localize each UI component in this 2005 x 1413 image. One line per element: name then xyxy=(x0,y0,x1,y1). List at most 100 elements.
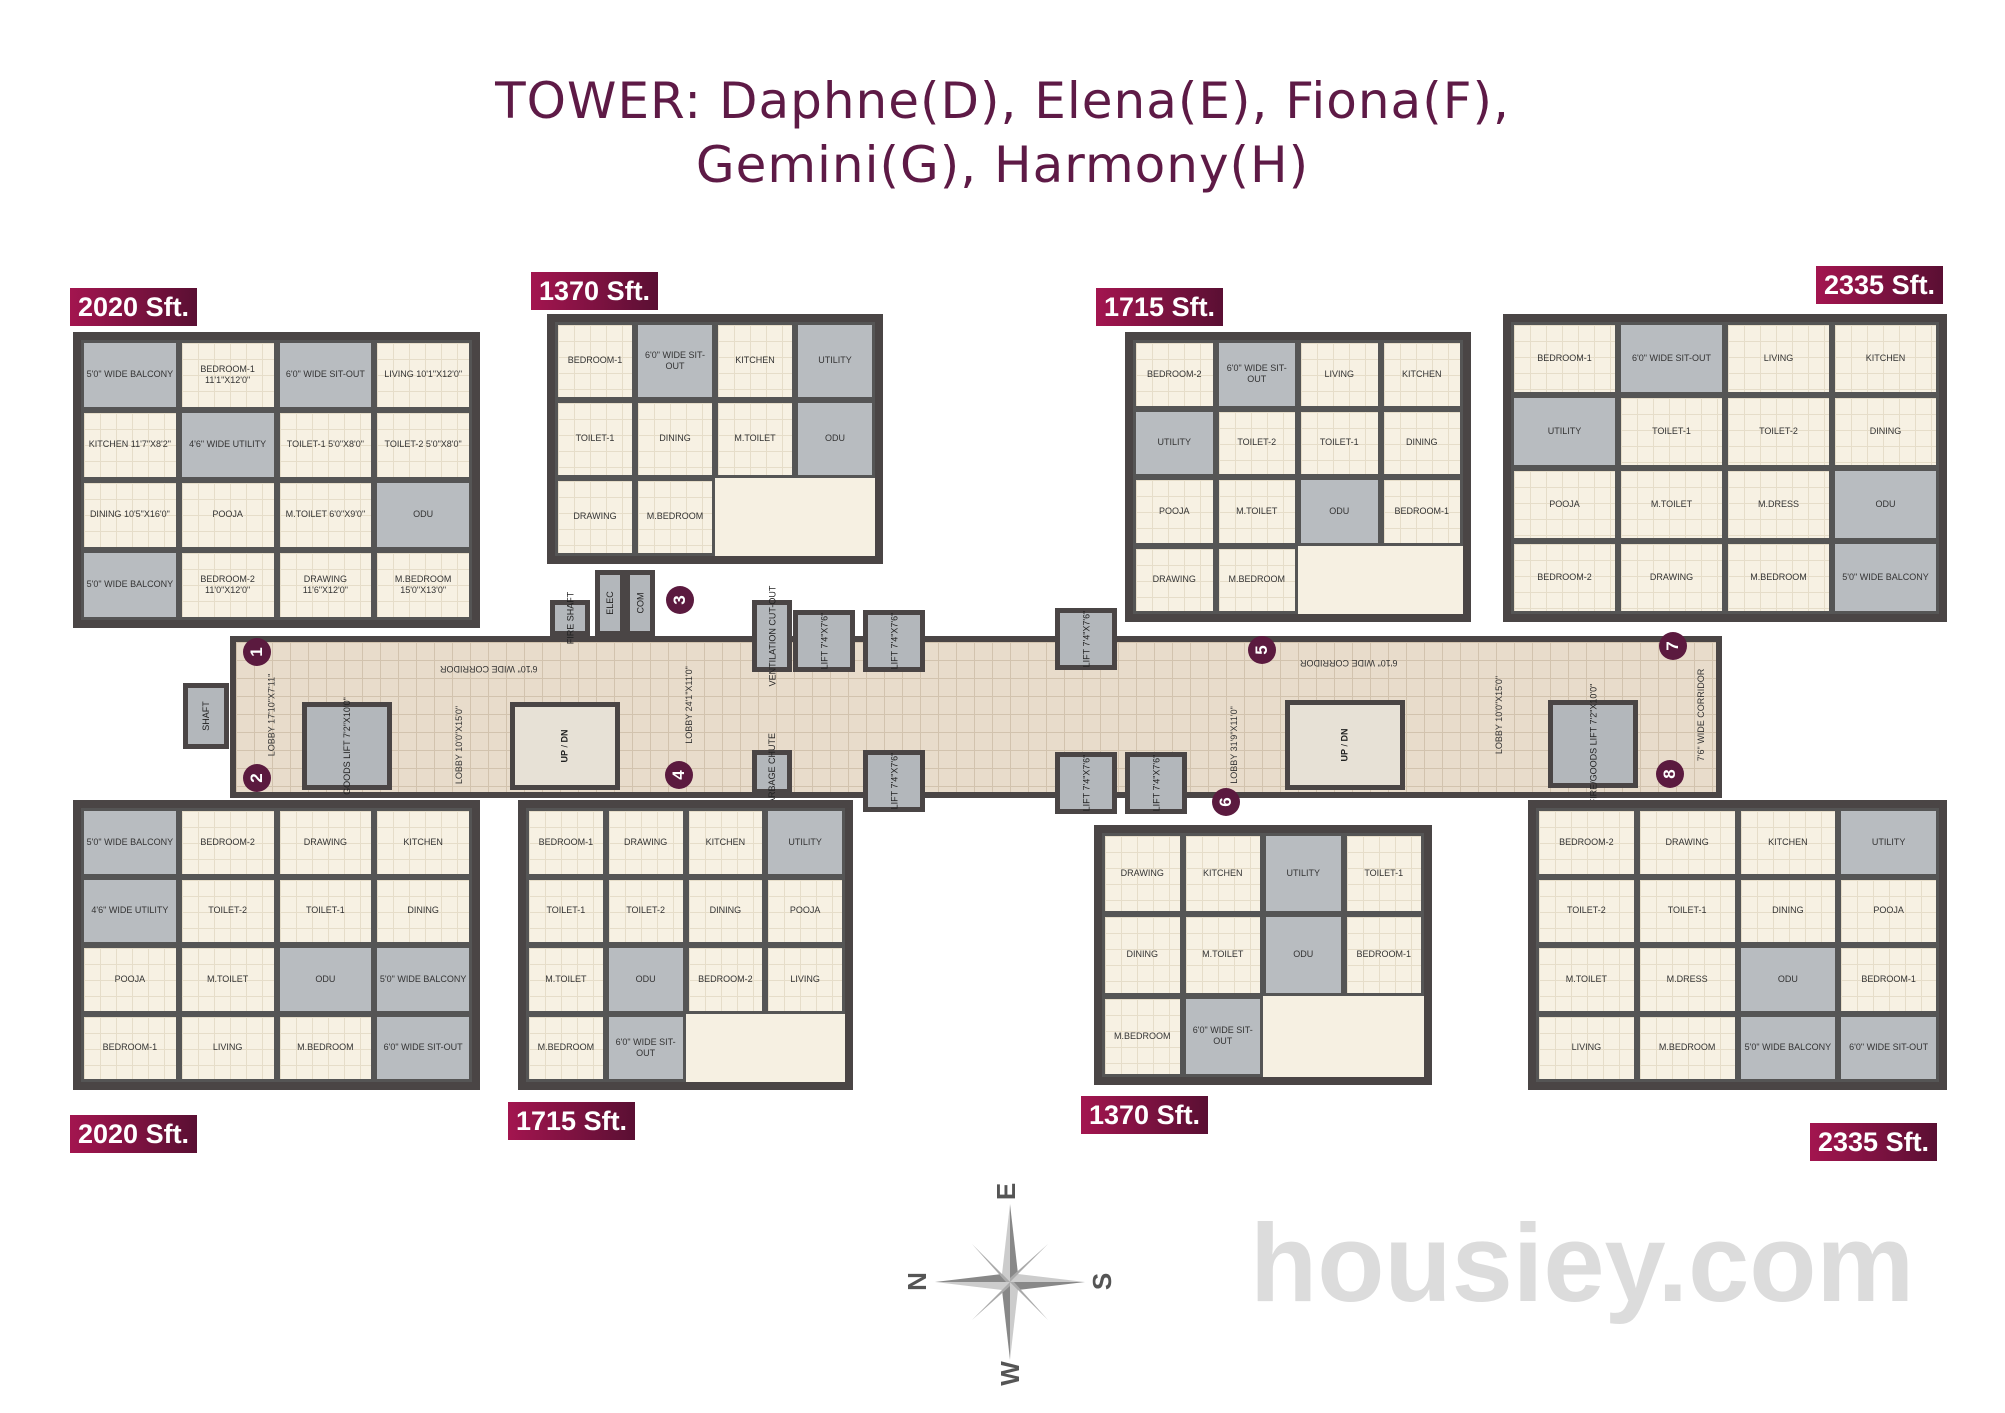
unit-area-badge: 2020 Sft. xyxy=(70,288,198,326)
compass-east: E xyxy=(991,1182,1022,1201)
room-label: Toilet-2 xyxy=(1237,437,1277,448)
room: Toilet-2 xyxy=(178,876,277,945)
room-label: Utility xyxy=(1157,437,1191,448)
room-label: 6'0" wide sit-out xyxy=(1192,1025,1253,1047)
room-label: Bedroom-2 xyxy=(1537,571,1592,582)
room-label: Kitchen xyxy=(735,355,775,366)
room-label: M.Bedroom xyxy=(1750,571,1807,582)
unit-area-badge: 2020 Sft. xyxy=(70,1115,198,1153)
room-label: Toilet-1 xyxy=(1364,868,1404,879)
staircase-right: Up / Dn xyxy=(1285,700,1405,790)
corridor-label-end: 7'6" wide corridor xyxy=(1696,668,1707,762)
room-label: Living xyxy=(1571,1042,1602,1053)
fire-shaft: Fire shaft xyxy=(550,592,590,644)
room: Dining xyxy=(1380,408,1463,477)
room: ODU xyxy=(605,945,686,1014)
room: M.Bedroom 15'0"x13'0" xyxy=(374,550,472,620)
room-label: Pooja xyxy=(1158,505,1190,516)
room-label: M.Toilet xyxy=(1202,949,1244,960)
room-label: ODU xyxy=(413,509,434,520)
room-label: M.Toilet xyxy=(545,973,587,984)
room-label: Pooja xyxy=(789,905,821,916)
room: M.Bedroom xyxy=(1215,545,1298,614)
room-label: Dining xyxy=(1406,437,1438,448)
room: M.Toilet xyxy=(178,945,277,1014)
room-label: 6'0" wide sit-out xyxy=(1849,1042,1929,1053)
room-label: Kitchen xyxy=(1865,352,1906,363)
room-label: Drawing xyxy=(1649,571,1694,582)
room: Pooja xyxy=(1133,477,1216,546)
room: M.Toilet xyxy=(1618,468,1725,541)
room-label: Drawing xyxy=(573,511,617,522)
room: 6'0" wide sit-out xyxy=(605,1013,686,1082)
room: Drawing xyxy=(1618,541,1725,614)
room-label: Toilet-2 xyxy=(208,905,248,916)
room: Dining 10'5"x16'0" xyxy=(81,480,179,550)
unit-6-plan: DrawingKitchenUtilityToilet-1DiningM.Toi… xyxy=(1094,825,1432,1085)
room: Toilet-1 xyxy=(276,876,375,945)
room: Toilet-2 xyxy=(1215,408,1298,477)
room: M.Toilet xyxy=(526,945,606,1014)
room-label: Pooja xyxy=(212,509,243,520)
room-label: Dining xyxy=(407,905,439,916)
room: Living xyxy=(1298,340,1381,409)
unit-1-plan: 5'0" wide balconyBedroom-1 11'1"x12'0"6'… xyxy=(73,332,480,628)
room-label: M.Toilet xyxy=(206,973,249,984)
room: Dining xyxy=(1737,876,1839,945)
room: Bedroom-1 11'1"x12'0" xyxy=(178,340,277,410)
room-label: Pooja xyxy=(1873,905,1904,916)
room: Utility xyxy=(1263,833,1344,915)
garbage-chute: Garbage chute xyxy=(752,733,792,811)
corridor xyxy=(230,636,1722,798)
room-label: Bedroom-1 xyxy=(538,836,594,847)
room: 5'0" wide balcony xyxy=(81,808,179,877)
room-label: Toilet-1 xyxy=(546,905,586,916)
room: M.Bedroom xyxy=(1636,1013,1738,1082)
room: Kitchen 11'7"x8'2" xyxy=(81,410,179,480)
room: ODU xyxy=(374,480,472,550)
room-label: 5'0" wide balcony xyxy=(86,836,174,847)
lift-4[interactable]: Lift 7'4"x7'6" xyxy=(1055,608,1117,670)
room: Toilet-2 5'0"x8'0" xyxy=(374,410,472,480)
room-label: 5'0" wide balcony xyxy=(1842,571,1929,582)
room-label: Kitchen xyxy=(705,836,746,847)
room-label: ODU xyxy=(1329,505,1350,516)
lift-5[interactable]: Lift 7'4"x7'6" xyxy=(1055,752,1117,814)
room: Bedroom-1 xyxy=(526,808,606,877)
compass-south: S xyxy=(1087,1272,1118,1291)
room: M.Toilet xyxy=(1182,914,1263,996)
room-label: M.Bedroom xyxy=(537,1042,595,1053)
ventilation-cutout: Ventilation cut-out xyxy=(752,586,792,686)
room-label: Bedroom-2 xyxy=(1559,836,1614,847)
room-label: M.Toilet xyxy=(734,433,776,444)
unit-3-plan: Bedroom-16'0" wide sit-outKitchenUtility… xyxy=(547,314,883,564)
room: Kitchen xyxy=(1832,322,1939,395)
unit-area-badge: 1370 Sft. xyxy=(531,272,659,310)
room-label: ODU xyxy=(1777,973,1798,984)
lift-1[interactable]: Lift 7'4"x7'6" xyxy=(793,610,855,672)
unit-area-badge: 1715 Sft. xyxy=(1096,288,1224,326)
lift-3[interactable]: Lift 7'4"x7'6" xyxy=(863,750,925,812)
room-label: Dining xyxy=(1869,425,1902,436)
room: Toilet-1 xyxy=(1298,408,1381,477)
room: Toilet-1 xyxy=(1343,833,1424,915)
room-label: Living xyxy=(790,973,820,984)
room: 6'0" wide sit-out xyxy=(1838,1013,1939,1082)
room: Toilet-2 xyxy=(1536,876,1637,945)
room: Drawing xyxy=(276,808,375,877)
staircase-left: Up / Dn xyxy=(510,702,620,790)
room-label: Utility xyxy=(818,355,852,366)
room: Bedroom-1 xyxy=(1380,477,1463,546)
room-label: Bedroom-2 11'0"x12'0" xyxy=(200,573,255,595)
unit-area-badge: 1370 Sft. xyxy=(1081,1096,1209,1134)
room-label: Kitchen xyxy=(1202,868,1243,879)
lift-6[interactable]: Lift 7'4"x7'6" xyxy=(1125,752,1187,814)
unit-number-marker: 1 xyxy=(243,638,271,666)
room-label: M.Dress xyxy=(1757,498,1799,509)
room-label: Pooja xyxy=(114,973,146,984)
room-label: 4'6" wide utility xyxy=(91,905,169,916)
lift-2[interactable]: Lift 7'4"x7'6" xyxy=(863,610,925,672)
room-label: ODU xyxy=(1875,498,1896,509)
room: 5'0" wide balcony xyxy=(81,340,179,410)
room-label: Dining xyxy=(1126,949,1159,960)
